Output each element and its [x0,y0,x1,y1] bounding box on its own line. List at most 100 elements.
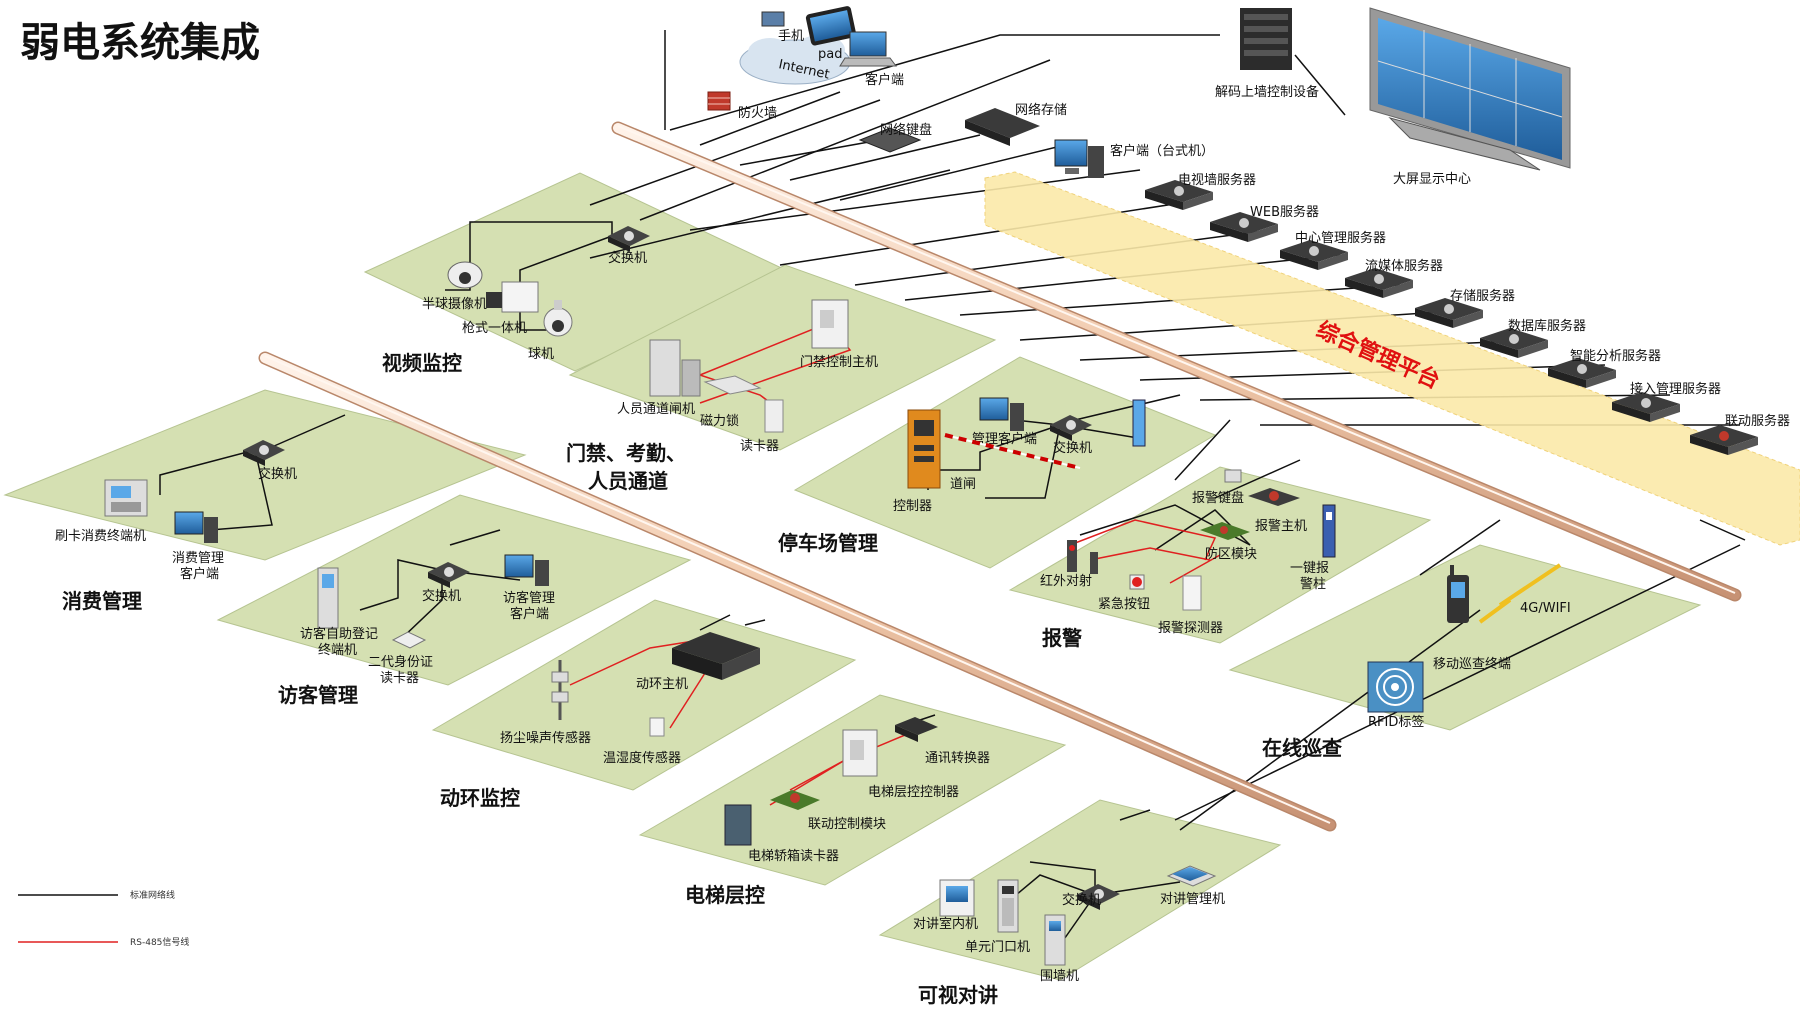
server-label: 中心管理服务器 [1295,230,1386,246]
detector-label: 报警探测器 [1158,620,1223,636]
access-devices: 门禁控制主机 人员通道闸机 磁力锁 读卡器 门禁、考勤、 人员通道 [566,299,878,493]
switch-label: 交换机 [1053,440,1092,456]
zones [3,172,1702,981]
switch-icon [1078,884,1120,910]
barrier-controller-icon [907,409,941,489]
zone-alarm-label: 报警 [1042,626,1082,650]
laptop-icon [839,31,897,67]
storage-label: 网络存储 [1015,102,1067,118]
mgmt-label: 对讲管理机 [1160,892,1225,907]
patrol-devices: 移动巡查终端 4G/WIFI RFID标签 在线巡查 [1262,563,1571,760]
video-wall-icon [1369,7,1571,171]
mobile-label: 移动巡查终端 [1433,656,1511,672]
server-icon [1145,180,1213,210]
temp-label: 温湿度传感器 [603,750,681,766]
zone-access-label-2: 人员通道 [588,469,668,493]
switch-icon [608,226,650,252]
alarm-keyboard-icon [1224,469,1242,483]
legend-black-label: 标准网络线 [130,889,175,901]
idreader-label-2: 读卡器 [380,671,419,686]
indoor-label: 对讲室内机 [913,916,978,932]
emergency-button-icon [1129,574,1145,590]
wall-station-icon [1044,914,1066,966]
visitor-client-label-2: 客户端 [510,606,549,622]
decoder-icon [1240,8,1292,70]
server-icon [1345,268,1413,298]
diagram-title: 弱电系统集成 [20,20,260,66]
card-reader-icon [764,399,784,433]
door-controller-icon [811,299,849,349]
zone-elevator-label: 电梯层控 [685,883,765,907]
door-station-icon [997,879,1019,933]
server-label: 流媒体服务器 [1365,258,1443,274]
phone-icon [761,11,785,27]
servers: 电视墙服务器 WEB服务器 中心管理服务器 流媒体服务器 存储服务器 数据库服务… [1145,172,1790,455]
zone-visitor-label: 访客管理 [278,683,358,707]
emergency-label: 紧急按钮 [1098,597,1150,612]
ir-beam-icon [1067,540,1098,574]
reader-label: 读卡器 [740,439,779,454]
server-label: 存储服务器 [1450,288,1515,304]
desktop-icon [504,554,549,586]
alarm-devices: 报警键盘 报警主机 防区模块 红外对射 紧急按钮 报警探测器 一键报 警柱 报警 [1040,469,1336,650]
server-icon [1415,298,1483,328]
switch-label: 交换机 [608,250,647,266]
switch-label: 交换机 [422,588,461,604]
decoder-label: 解码上墙控制设备 [1215,84,1319,100]
idreader-label-1: 二代身份证 [368,654,433,670]
pos-terminal-icon [104,479,148,517]
rfid-label: RFID标签 [1368,714,1424,730]
internet-cloud-icon [739,35,851,85]
env-devices: 动环主机 扬尘噪声传感器 温湿度传感器 动环监控 [440,619,766,810]
bullet-camera-icon [486,281,539,313]
zone-consume [3,389,527,561]
server-label: 联动服务器 [1725,413,1790,429]
desktop-icon [979,397,1024,431]
env-host-icon [672,632,760,680]
keyboard-icon [858,127,922,153]
top-devices: Internet 手机 pad 客户端 防火墙 解码上墙控制设备 [707,6,1571,187]
zone-consume-label: 消费管理 [62,589,142,613]
mobile-terminal-icon [1447,565,1469,623]
elev-ctrl-label: 电梯层控控制器 [868,785,959,800]
switch-icon [243,440,285,466]
visitor-client-label-1: 访客管理 [503,590,555,606]
comm-converter-icon [895,717,938,742]
elevator-controller-icon [842,729,878,777]
consume-client-label-1: 消费管理 [172,551,224,566]
barrier-label: 道闸 [950,477,976,492]
visitor-kiosk-label-2: 终端机 [318,642,357,658]
car-reader-icon [724,804,752,846]
keyboard-label: 网络键盘 [880,122,932,138]
zone-visitor [216,494,692,686]
wifi-label: 4G/WIFI [1520,601,1571,616]
bullet-label: 枪式一体机 [462,320,527,336]
id-reader-icon [391,631,427,649]
dome-camera-icon [447,261,483,289]
phone-label: 手机 [778,29,804,44]
indoor-monitor-icon [939,879,975,917]
dust-sensor-icon [551,660,569,720]
consume-devices: 交换机 刷卡消费终端机 消费管理 客户端 消费管理 [55,440,297,613]
alarm-kbd-label: 报警键盘 [1192,490,1244,506]
zone-env-label: 动环监控 [440,786,520,810]
env-host-label: 动环主机 [636,677,688,692]
door-ctrl-label: 门禁控制主机 [800,355,878,370]
ball-label: 球机 [528,347,554,362]
switch-label: 交换机 [1062,892,1101,908]
desktop-label: 客户端（台式机） [1110,143,1214,159]
switch-label: 交换机 [258,466,297,482]
sos-label-1: 一键报 [1290,561,1329,576]
server-label: WEB服务器 [1250,204,1319,220]
server-label: 数据库服务器 [1508,318,1586,334]
sos-label-2: 警柱 [1300,576,1326,592]
zone-video-label: 视频监控 [382,351,462,375]
barrier-arm-icon [944,433,1081,470]
comm-label: 通讯转换器 [925,751,990,766]
alarm-host-icon [1248,488,1300,506]
switch-icon [428,562,470,588]
alarm-host-label: 报警主机 [1255,518,1307,534]
firewall-label: 防火墙 [738,105,777,121]
elevator-devices: 通讯转换器 电梯层控控制器 联动控制模块 电梯轿箱读卡器 电梯层控 [685,717,990,907]
